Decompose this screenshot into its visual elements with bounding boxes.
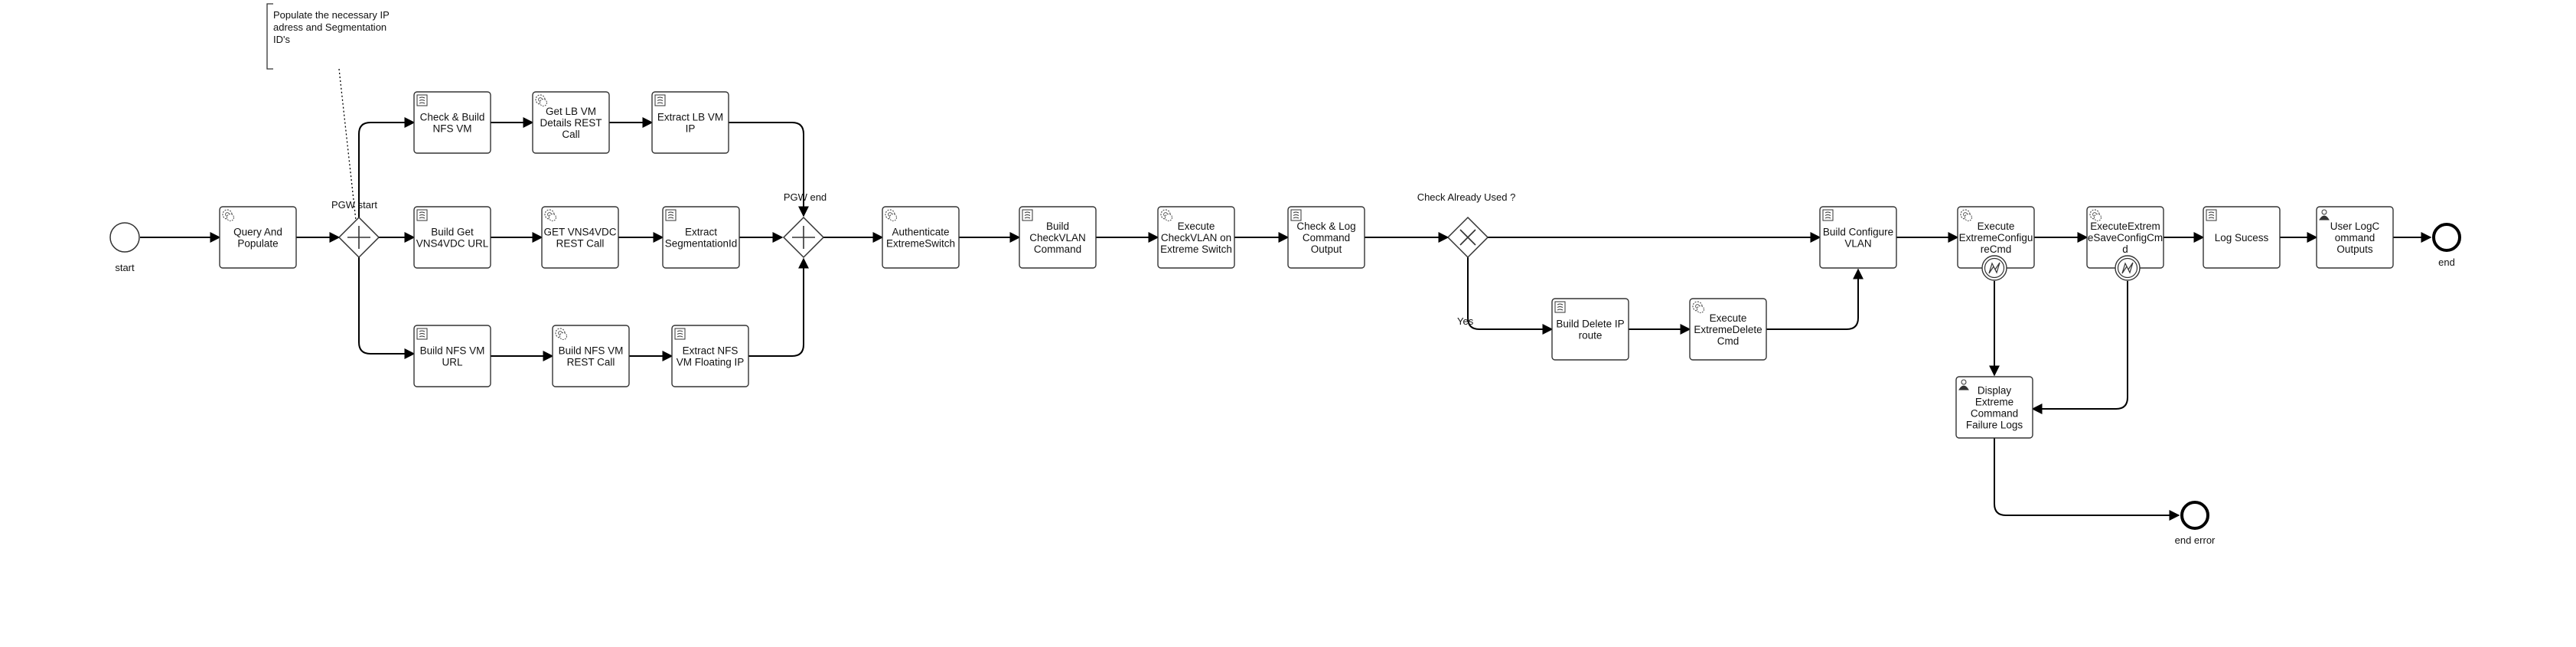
gear-icon bbox=[885, 209, 898, 222]
annotation-text: Populate the necessary IP adress and Seg… bbox=[273, 9, 392, 45]
script-icon bbox=[1822, 209, 1834, 221]
flow-extract-lb-to-pgw-end[interactable] bbox=[729, 122, 809, 217]
error-icon bbox=[2121, 262, 2134, 274]
gear-icon bbox=[544, 209, 557, 222]
end-event[interactable] bbox=[2432, 223, 2461, 252]
script-icon bbox=[416, 209, 428, 221]
pgw-start-label: PGW start bbox=[331, 199, 377, 211]
script-icon bbox=[2206, 209, 2217, 221]
text-annotation[interactable]: Populate the necessary IP adress and Seg… bbox=[266, 3, 392, 70]
gear-icon bbox=[555, 328, 568, 341]
gear-icon bbox=[535, 94, 548, 107]
user-icon bbox=[2319, 209, 2330, 221]
end-error-event[interactable] bbox=[2180, 501, 2209, 530]
flow-pgw-to-check-build-nfs[interactable] bbox=[358, 117, 416, 217]
gear-icon bbox=[1692, 301, 1705, 314]
task-label: Log Sucess bbox=[2215, 232, 2269, 243]
flow-pgw-to-build-nfs-url[interactable] bbox=[358, 257, 416, 359]
check-already-used-gateway[interactable] bbox=[1446, 216, 1489, 259]
pgw-end-gateway[interactable] bbox=[782, 216, 825, 259]
error-icon bbox=[1988, 262, 2000, 274]
user-icon bbox=[1958, 379, 1969, 390]
gear-icon bbox=[2089, 209, 2102, 222]
flow-display-logs-to-end-error[interactable] bbox=[1994, 438, 2180, 521]
script-icon bbox=[416, 328, 428, 340]
yes-flow-label: Yes bbox=[1457, 315, 1474, 327]
start-event-label: start bbox=[115, 262, 135, 273]
sequence-flows bbox=[140, 117, 2432, 521]
script-icon bbox=[1022, 209, 1033, 221]
script-icon bbox=[674, 328, 686, 340]
flow-save-error-to-display-logs[interactable] bbox=[2031, 281, 2128, 414]
script-icon bbox=[654, 94, 666, 106]
task-log-success[interactable]: Log Sucess bbox=[2203, 206, 2281, 269]
script-icon bbox=[665, 209, 677, 221]
pgw-end-label: PGW end bbox=[784, 191, 827, 203]
script-icon bbox=[1290, 209, 1302, 221]
check-already-used-label: Check Already Used ? bbox=[1417, 191, 1516, 203]
gear-icon bbox=[1160, 209, 1173, 222]
flow-execute-delete-to-build-configure[interactable] bbox=[1766, 268, 1864, 330]
script-icon bbox=[1554, 301, 1566, 313]
end-error-event-label: end error bbox=[2175, 534, 2216, 546]
annotation-association bbox=[338, 68, 357, 221]
gear-icon bbox=[222, 209, 235, 222]
flow-extract-fip-to-pgw-end[interactable] bbox=[748, 257, 809, 357]
error-boundary-event[interactable] bbox=[1981, 255, 2007, 281]
flow-gateway-yes-to-build-delete[interactable] bbox=[1467, 257, 1554, 335]
pgw-start-gateway[interactable] bbox=[337, 216, 380, 259]
script-icon bbox=[416, 94, 428, 106]
start-event[interactable] bbox=[109, 222, 140, 253]
error-boundary-event[interactable] bbox=[2115, 255, 2141, 281]
gear-icon bbox=[1960, 209, 1973, 222]
end-event-label: end bbox=[2438, 257, 2455, 268]
